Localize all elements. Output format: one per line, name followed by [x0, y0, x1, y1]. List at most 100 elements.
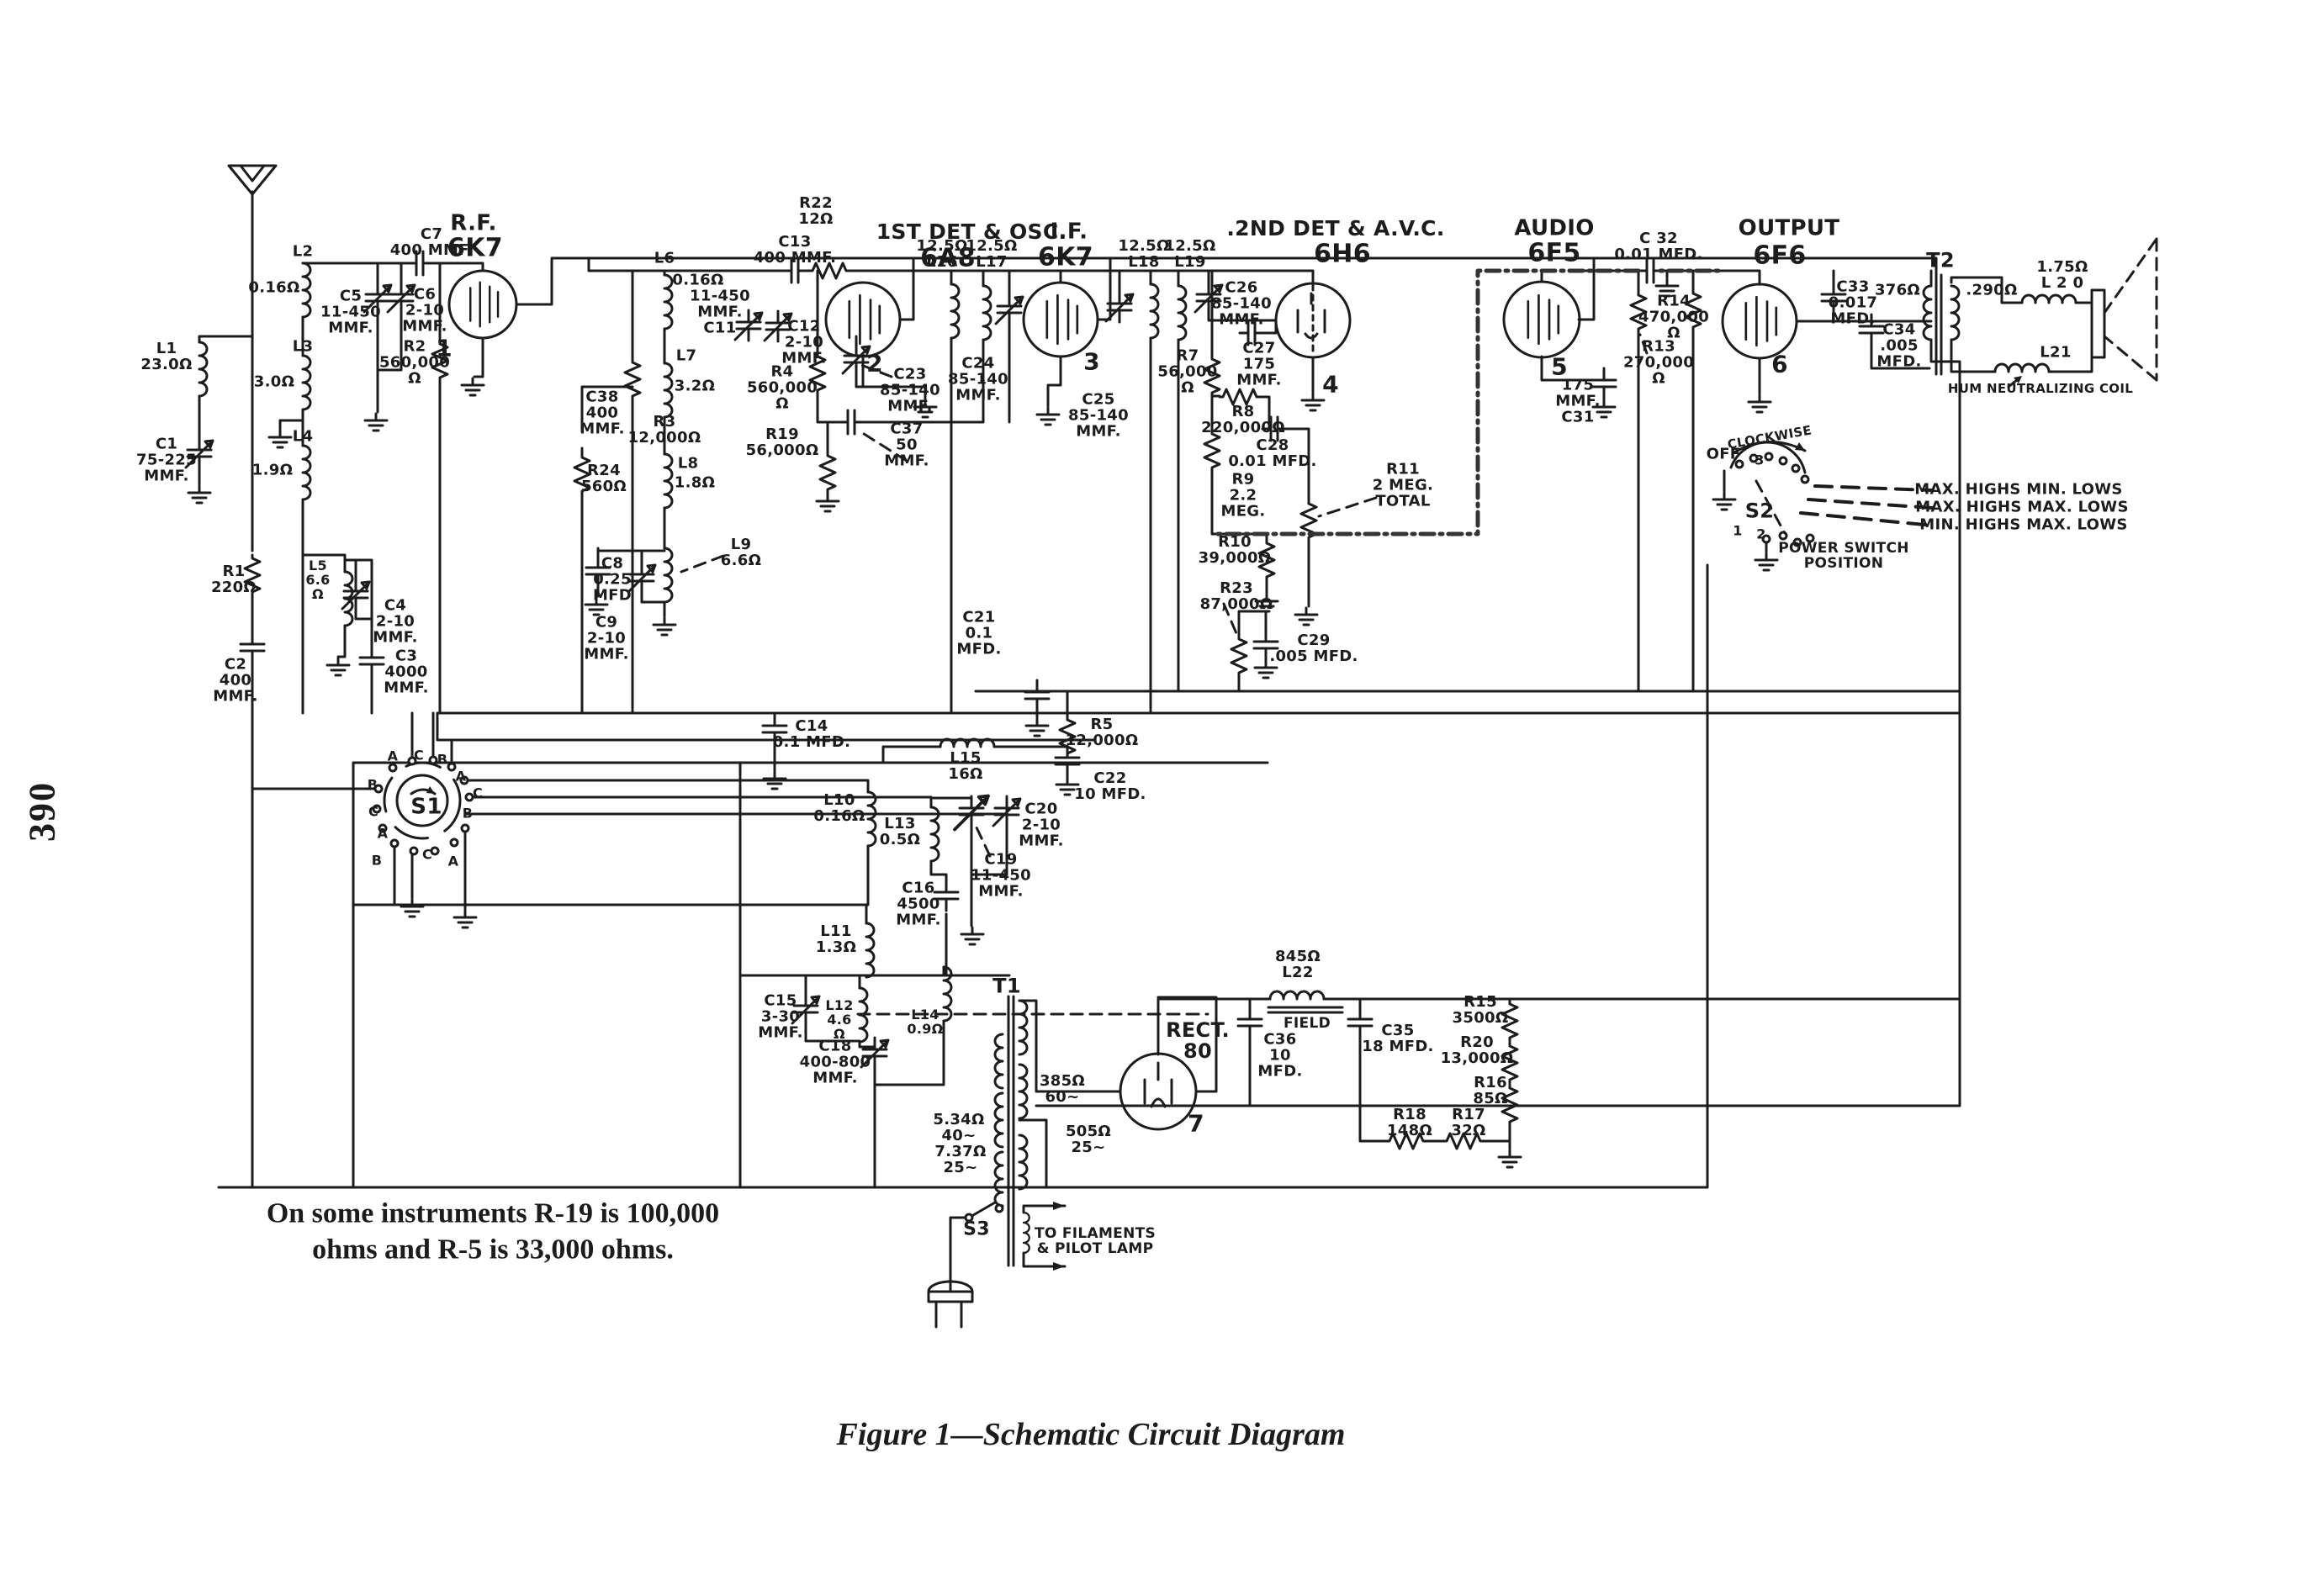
t2-label: T2 [1926, 248, 1955, 272]
c26-label: C26 85-140 MMF. [1211, 278, 1272, 329]
r22-label: R22 12Ω [798, 194, 834, 228]
t1-label: T1 [992, 974, 1021, 998]
l8-name: L8 [677, 454, 699, 473]
l6-name: L6 [654, 249, 675, 267]
l3-name: L3 [292, 337, 314, 356]
audio-tube-type: 6F5 [1527, 238, 1581, 268]
l5-label: L5 6.6 Ω [305, 557, 331, 602]
s1-contact-b4: B [371, 852, 383, 869]
r24-label: R24 560Ω [580, 462, 627, 495]
c37-label: C37 50 MMF. [884, 420, 929, 470]
c24-label: C24 85-140 MMF. [948, 354, 1008, 404]
output-tube-type: 6F6 [1753, 240, 1807, 271]
s3-label: S3 [963, 1218, 990, 1240]
l9-label: L9 6.6Ω [720, 536, 762, 569]
tone-leader-lines [1799, 484, 1935, 527]
l21-label: L21 [2040, 343, 2072, 362]
tube-6f6 [1721, 283, 1798, 360]
tube-pin-3: 3 [1083, 347, 1100, 376]
r1-label: R1 220Ω [210, 563, 257, 596]
c22-label: C22 10 MFD. [1074, 769, 1146, 803]
c19-label: C19 11-450 MMF. [971, 850, 1031, 901]
coils [198, 262, 2077, 1255]
rect-tube-label: RECT. 80 [1166, 1017, 1230, 1063]
tube-pin-2: 2 [866, 349, 883, 378]
tube-pin-6: 6 [1771, 350, 1788, 378]
l17-label: 12.5Ω L17 [966, 237, 1018, 271]
c12-label: C12 2-10 MMF. [781, 317, 827, 367]
r8-label: R8 220,000Ω [1201, 403, 1285, 436]
c15-label: C15 3-30 MMF. [758, 991, 803, 1042]
s2-tone-switch [1729, 441, 1815, 547]
t1-winding-737: 7.37Ω 25~ [934, 1143, 987, 1176]
avc-bus-line [1215, 268, 1725, 536]
tube-6a8 [824, 281, 902, 358]
tube-rf-6k7 [447, 269, 518, 340]
c23-label: C23 85-140 MMF. [880, 365, 940, 415]
r5-label: R5 12,000Ω [1065, 716, 1139, 749]
det2-stage-label: .2ND DET & A.V.C. [1226, 215, 1445, 240]
s1-contact-b3: B [367, 776, 378, 793]
c4-label: C4 2-10 MMF. [373, 596, 418, 647]
c36-label: C36 10 MFD. [1257, 1030, 1303, 1081]
c38-label: C38 400 MMF. [580, 388, 625, 438]
rf-tube-type: 6K7 [447, 233, 503, 263]
c11-label: 11-450 MMF. C11 [690, 287, 750, 337]
s1-bandswitch [372, 755, 474, 856]
l15-label: L15 16Ω [948, 749, 983, 783]
s1-contact-c1: C [413, 747, 425, 764]
r3-label: R3 12,000Ω [627, 413, 701, 447]
tube-pin-1: 1 [436, 334, 453, 362]
s2-off-label: OFF [1706, 445, 1741, 463]
r11-label: R11 2 MEG. TOTAL [1372, 460, 1434, 510]
s1-contact-a4: A [447, 853, 459, 869]
c18-label: C18 400-800 MMF. [799, 1037, 871, 1087]
r14-label: R14 470,000 Ω [1638, 292, 1710, 342]
s2-pos3: 3 [1755, 452, 1765, 468]
s1-contact-a3: A [377, 825, 389, 842]
l1-label: L1 23.0Ω [140, 340, 193, 373]
t2-primary-value: 376Ω [1874, 281, 1921, 299]
c3-label: C3 4000 MMF. [384, 647, 429, 697]
r23-label: R23 87,000Ω [1199, 579, 1273, 613]
l14-label: L14 0.9Ω [907, 1007, 944, 1037]
l2-name: L2 [292, 242, 314, 261]
s1-contact-b1: B [437, 751, 448, 768]
l10-label: L10 0.16Ω [813, 791, 865, 825]
det2-tube-type: 6H6 [1314, 239, 1371, 269]
c20-label: C20 2-10 MMF. [1019, 800, 1064, 850]
s1-contact-a1: A [387, 748, 399, 764]
c32-label: C 32 0.01 MFD. [1614, 230, 1703, 263]
l16-label: 12.5Ω L16 [916, 237, 968, 271]
c27-label: C27 175 MMF. [1236, 339, 1282, 389]
tube-pin-4: 4 [1322, 370, 1339, 399]
t1-winding-385: 385Ω 60~ [1039, 1072, 1086, 1106]
l8-value: 1.8Ω [674, 473, 716, 492]
if-stage-label: I.F. [1050, 219, 1088, 245]
c21-label: C21 0.1 MFD. [956, 608, 1002, 658]
s1-label: S1 [410, 794, 442, 820]
tube-6h6 [1274, 282, 1352, 359]
c29-label: C29 .005 MFD. [1269, 632, 1358, 665]
r15-label: R15 3500Ω [1452, 993, 1509, 1027]
audio-stage-label: AUDIO [1514, 215, 1595, 241]
c8-label: C8 0.25 MFD [592, 554, 633, 605]
r4-label: R4 560,000 Ω [746, 362, 818, 413]
l18-label: 12.5Ω L18 [1118, 237, 1170, 271]
t1-winding-505: 505Ω 25~ [1065, 1123, 1112, 1156]
r16-label: R16 85Ω [1473, 1074, 1508, 1107]
l11-label: L11 1.3Ω [815, 922, 857, 956]
field-coil-label: FIELD [1284, 1015, 1331, 1033]
hum-coil-label: HUM NEUTRALIZING COIL [1947, 381, 2134, 397]
l4-value: 1.9Ω [251, 461, 294, 479]
c7-label: C7 400 MMF. [389, 225, 474, 259]
s3-switch-and-plug [927, 1203, 1004, 1329]
tone-max-highs-min-lows: MAX. HIGHS MIN. LOWS [1914, 480, 2123, 499]
filament-note: TO FILAMENTS & PILOT LAMP [1034, 1225, 1156, 1257]
c28-label: C28 0.01 MFD. [1228, 436, 1317, 470]
s1-contact-b2: B [462, 805, 474, 822]
c14-label: C14 0.1 MFD. [772, 717, 851, 751]
r2-label: R2 560,000 Ω [378, 337, 451, 388]
tube-6f5 [1502, 280, 1581, 359]
c34-label: C34 .005 MFD. [1876, 320, 1922, 371]
